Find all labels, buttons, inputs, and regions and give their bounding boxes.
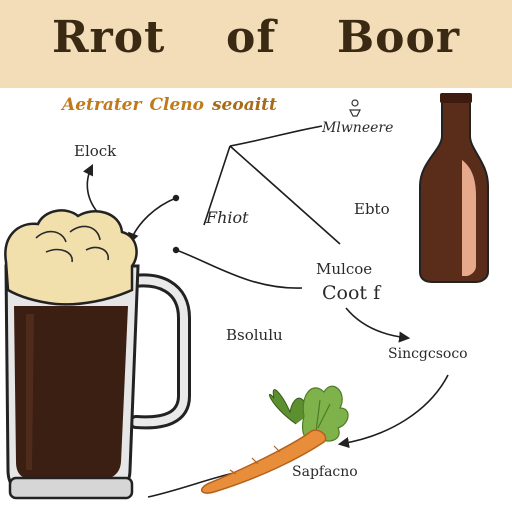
label-bottle: Ebto (354, 200, 390, 218)
arrow-elock (82, 163, 101, 216)
label-carrot: Sapfacno (292, 464, 358, 480)
page-title: Rrot of Boor (0, 8, 512, 68)
carrot-icon (201, 385, 349, 494)
connector-lines (82, 125, 449, 498)
subtitle-word-2: Cleno (149, 95, 204, 115)
arrow-foam (128, 197, 177, 245)
title-word-3: Boor (336, 12, 461, 63)
subtitle-word-1: Aetrater (62, 95, 142, 115)
arrow-right-bottom (345, 307, 411, 343)
arrow-carrot (337, 374, 449, 449)
subtitle: Aetrater Cleno seoaitt (62, 97, 277, 114)
label-top-mid: Mlwneere (322, 120, 394, 136)
connector-dot (172, 246, 180, 254)
label-center-main-1: Mulcoe (316, 260, 373, 278)
line-top-mid (229, 125, 323, 147)
title-word-1: Rrot (51, 12, 166, 63)
title-word-2: of (226, 12, 277, 63)
subtitle-word-3: seoaitt (211, 95, 277, 115)
label-center-main-2: Coot f (322, 282, 381, 304)
root-beer-bottle-icon (419, 93, 489, 283)
label-right-bottom: Sincgcsoco (388, 346, 468, 362)
connector-dot (172, 194, 180, 202)
arrow-main (175, 249, 303, 289)
triangle-connector (203, 145, 341, 245)
title-banner (0, 0, 512, 88)
label-center-left: Fhiot (206, 208, 249, 227)
label-elock: Elock (74, 142, 117, 160)
mug-of-root-beer-icon (4, 209, 191, 500)
label-lower-left: Bsolulu (226, 326, 283, 344)
small-figure-icon (349, 99, 361, 117)
